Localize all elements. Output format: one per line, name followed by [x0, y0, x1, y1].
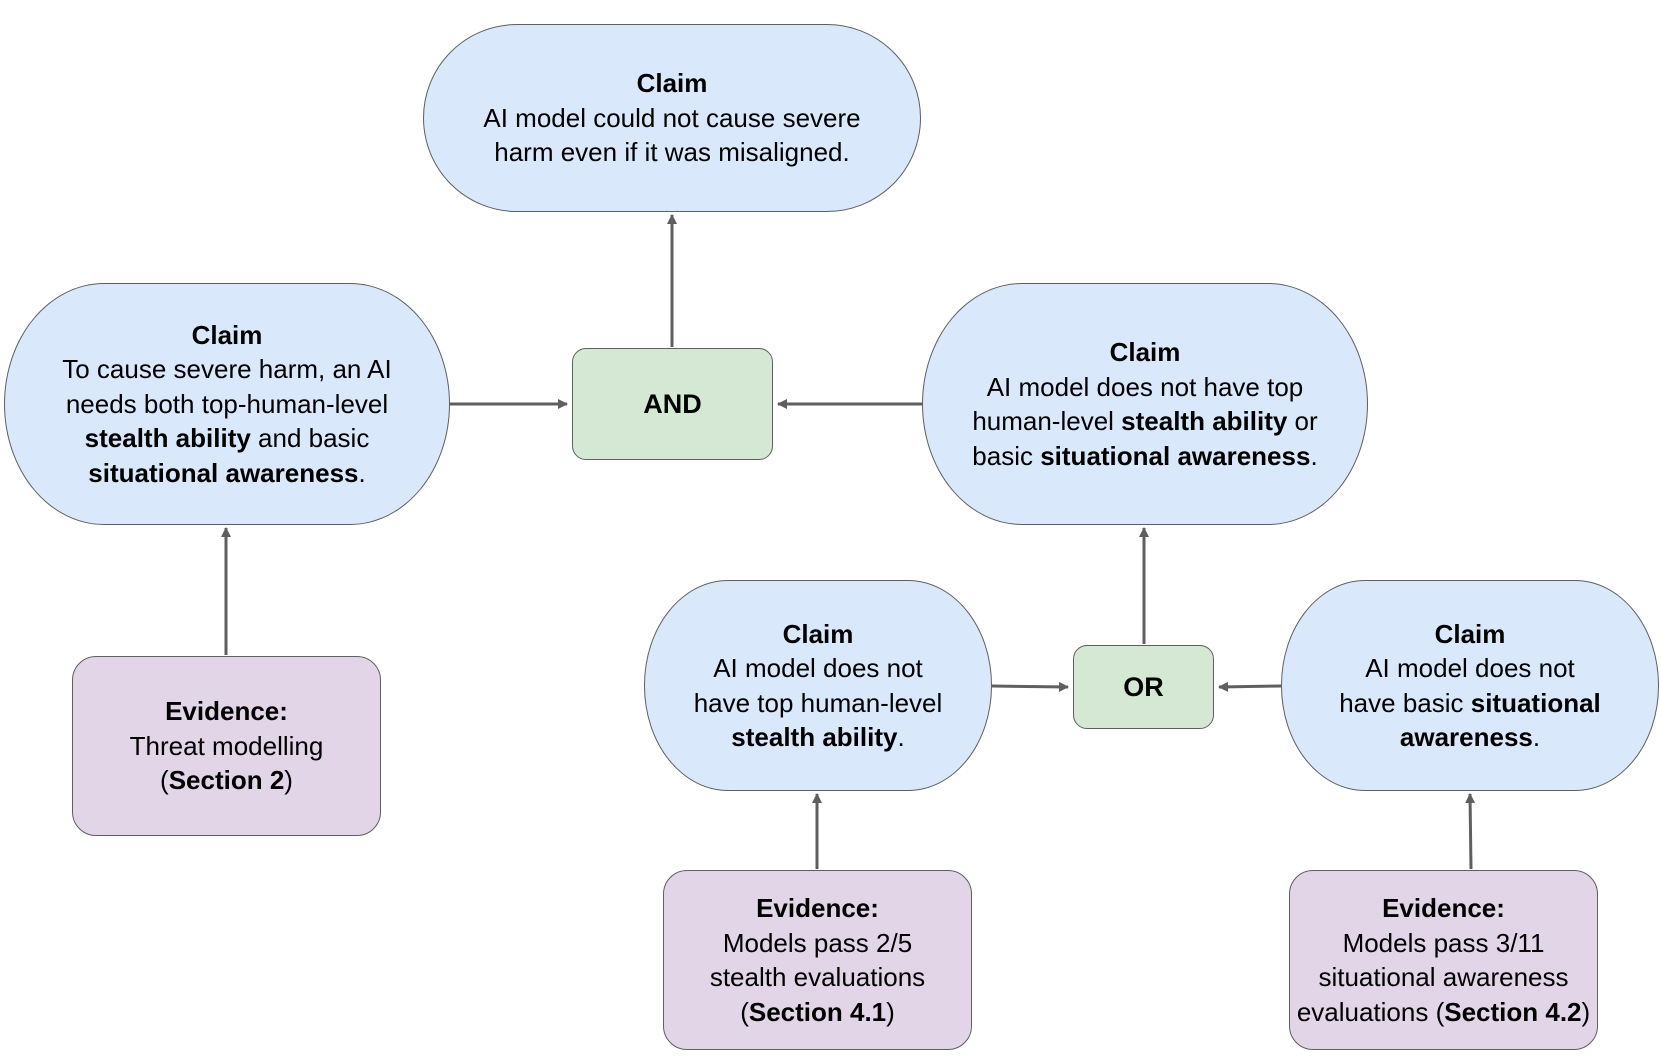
- claim-left-heading: Claim: [191, 319, 263, 350]
- claim-right-heading: Claim: [1109, 337, 1181, 367]
- or-gate: OR: [1073, 645, 1214, 729]
- claim-right-text-4: .: [1310, 440, 1318, 471]
- claim-right-node: Claim AI model does not have top human-l…: [922, 283, 1368, 525]
- claim-sa-line-1: AI model does not: [1365, 653, 1575, 683]
- claim-right-line-1: AI model does not have top: [986, 371, 1304, 402]
- evidence-stealth-heading: Evidence:: [756, 893, 879, 923]
- evidence-sa-text-1: evaluations (: [1296, 996, 1445, 1027]
- claim-right-bold-1: stealth ability: [1121, 406, 1288, 436]
- evidence-threat-line-1: Threat modelling: [129, 730, 324, 761]
- claim-left-text-1: and basic: [250, 423, 370, 454]
- claim-right-text-3: basic: [972, 440, 1041, 471]
- claim-sa-text-2: .: [1532, 722, 1541, 752]
- edge-stealth-claim-to-or: [991, 681, 1069, 692]
- claim-sa-text-1: have basic: [1339, 687, 1471, 718]
- and-gate-label: AND: [643, 388, 702, 419]
- evidence-stealth-close: ): [886, 996, 895, 1027]
- evidence-sa-line-2: situational awareness: [1318, 962, 1569, 992]
- evidence-stealth-section: Section 4.1: [748, 996, 887, 1027]
- claim-left-bold-2: situational awareness: [88, 457, 359, 488]
- and-gate: AND: [572, 348, 773, 460]
- claim-top-line-1: AI model could not cause severe: [483, 102, 861, 133]
- claim-stealth-line-2: have top human-level: [693, 687, 943, 718]
- claim-right-bold-2: situational awareness: [1040, 440, 1311, 471]
- evidence-stealth-line-1: Models pass 2/5: [722, 927, 913, 958]
- evidence-situational-awareness-node: Evidence: Models pass 3/11 situational a…: [1289, 870, 1598, 1050]
- claim-stealth-bold-1: stealth ability: [731, 722, 898, 752]
- evidence-threat-close: ): [284, 765, 293, 796]
- claim-sa-bold-2: awareness: [1399, 722, 1533, 752]
- evidence-threat-section: Section 2: [168, 765, 285, 796]
- claim-stealth-heading: Claim: [782, 618, 854, 649]
- edge-sa-evidence-to-sa-claim: [1465, 793, 1476, 870]
- evidence-sa-heading: Evidence:: [1382, 893, 1505, 923]
- or-gate-label: OR: [1123, 671, 1164, 702]
- evidence-stealth-node: Evidence: Models pass 2/5 stealth evalua…: [663, 870, 972, 1050]
- evidence-sa-close: ): [1581, 996, 1591, 1027]
- evidence-sa-section: Section 4.2: [1444, 996, 1582, 1027]
- claim-sa-heading: Claim: [1434, 618, 1506, 649]
- claim-situational-awareness-node: Claim AI model does not have basic situa…: [1281, 580, 1659, 791]
- claim-left-line-1: To cause severe harm, an AI: [62, 354, 392, 385]
- evidence-threat-heading: Evidence:: [165, 696, 288, 727]
- evidence-stealth-line-2: stealth evaluations: [709, 962, 926, 992]
- evidence-stealth-open: (: [740, 996, 749, 1027]
- claim-left-node: Claim To cause severe harm, an AI needs …: [4, 283, 450, 525]
- evidence-threat-line-2: (Section 2): [160, 763, 293, 798]
- evidence-threat-node: Evidence: Threat modelling (Section 2): [72, 656, 381, 836]
- claim-top-heading: Claim: [636, 68, 708, 99]
- claim-stealth-line-1: AI model does not: [713, 653, 923, 683]
- evidence-sa-line-1: Models pass 3/11: [1342, 927, 1545, 958]
- claim-right-line-3: basic situational awareness.: [972, 439, 1317, 474]
- claim-left-line-3: stealth ability and basic: [85, 421, 370, 456]
- claim-right-text-2: or: [1287, 406, 1318, 436]
- claim-stealth-line-3: stealth ability.: [731, 720, 904, 755]
- evidence-stealth-line-3: (Section 4.1): [740, 995, 895, 1030]
- claim-sa-line-2: have basic situational: [1339, 686, 1601, 721]
- claim-top-line-2: harm even if it was misaligned.: [494, 137, 850, 168]
- claim-stealth-text-1: .: [897, 722, 905, 752]
- claim-stealth-node: Claim AI model does not have top human-l…: [644, 580, 992, 791]
- claim-right-text-1: human-level: [972, 406, 1122, 436]
- claim-sa-bold-1: situational: [1470, 687, 1601, 718]
- claim-right-line-2: human-level stealth ability or: [972, 404, 1317, 439]
- edge-sa-claim-to-or: [1218, 681, 1282, 692]
- evidence-threat-open: (: [160, 765, 169, 796]
- claim-top-node: Claim AI model could not cause severe ha…: [423, 24, 921, 212]
- claim-left-line-2: needs both top-human-level: [65, 388, 389, 419]
- claim-sa-line-3: awareness.: [1400, 720, 1540, 755]
- claim-left-text-2: .: [358, 457, 366, 488]
- claim-left-bold-1: stealth ability: [84, 423, 251, 454]
- claim-left-line-4: situational awareness.: [88, 456, 365, 491]
- evidence-sa-line-3: evaluations (Section 4.2): [1297, 995, 1590, 1030]
